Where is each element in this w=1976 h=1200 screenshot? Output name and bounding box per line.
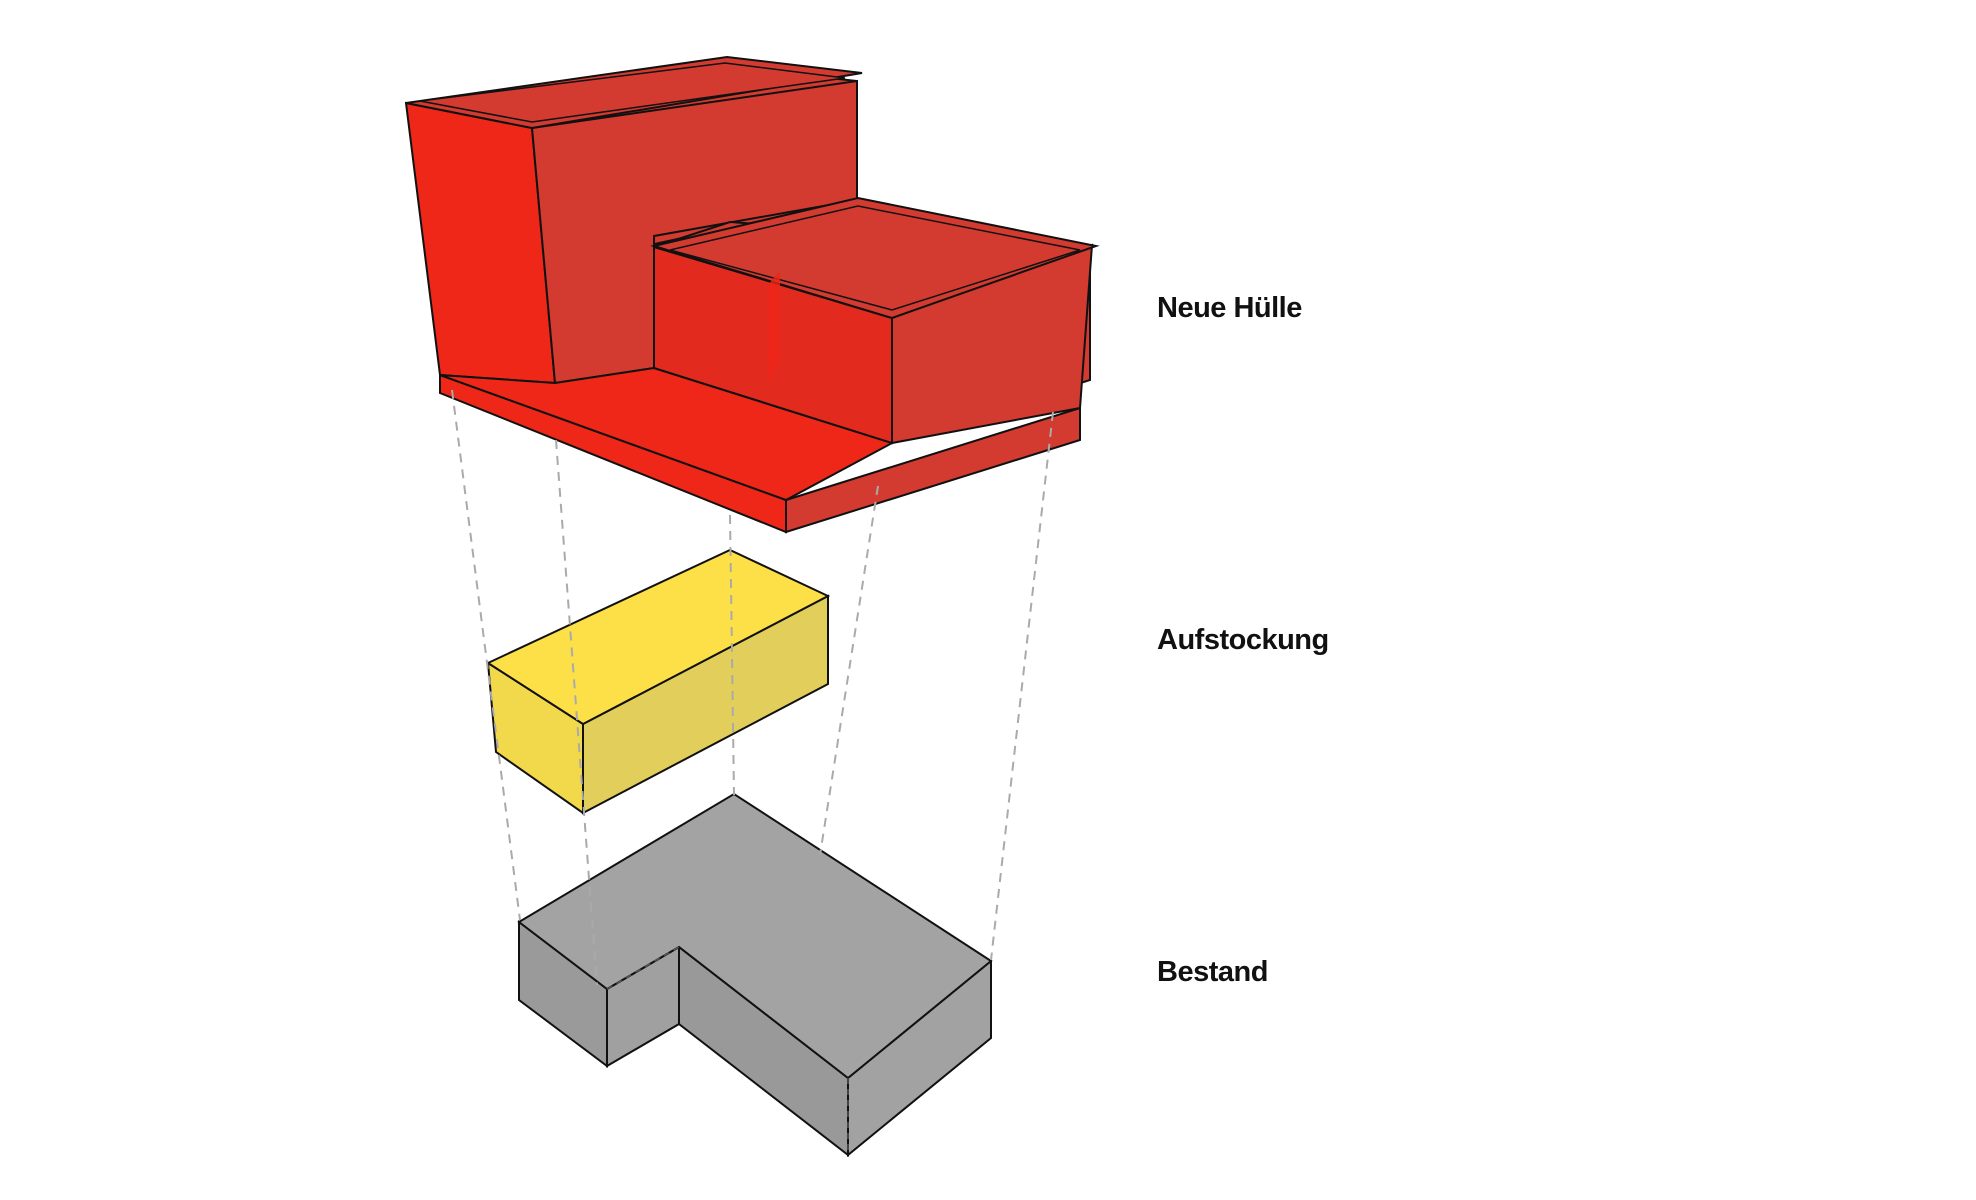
addition-top-face: [485, 548, 831, 726]
envelope-lower-opening: [669, 205, 1081, 311]
envelope-upper-opening: [419, 62, 846, 123]
existing-label: Bestand: [1157, 956, 1268, 988]
projection-line: [990, 411, 1054, 961]
addition-volume: [485, 548, 831, 815]
projection-line: [819, 485, 879, 856]
addition-label: Aufstockung: [1157, 624, 1329, 656]
existing-building-volume: [517, 792, 993, 1158]
new-envelope-volume: [404, 55, 1100, 534]
envelope-slab-front-face: [785, 406, 1081, 534]
new-envelope-label: Neue Hülle: [1157, 292, 1302, 324]
projection-lines: [451, 389, 1054, 986]
existing-hidden-edge: [606, 946, 680, 990]
envelope-inner-highlight: [768, 270, 780, 385]
envelope-terrace-floor: [439, 366, 895, 502]
projection-line: [555, 439, 598, 986]
